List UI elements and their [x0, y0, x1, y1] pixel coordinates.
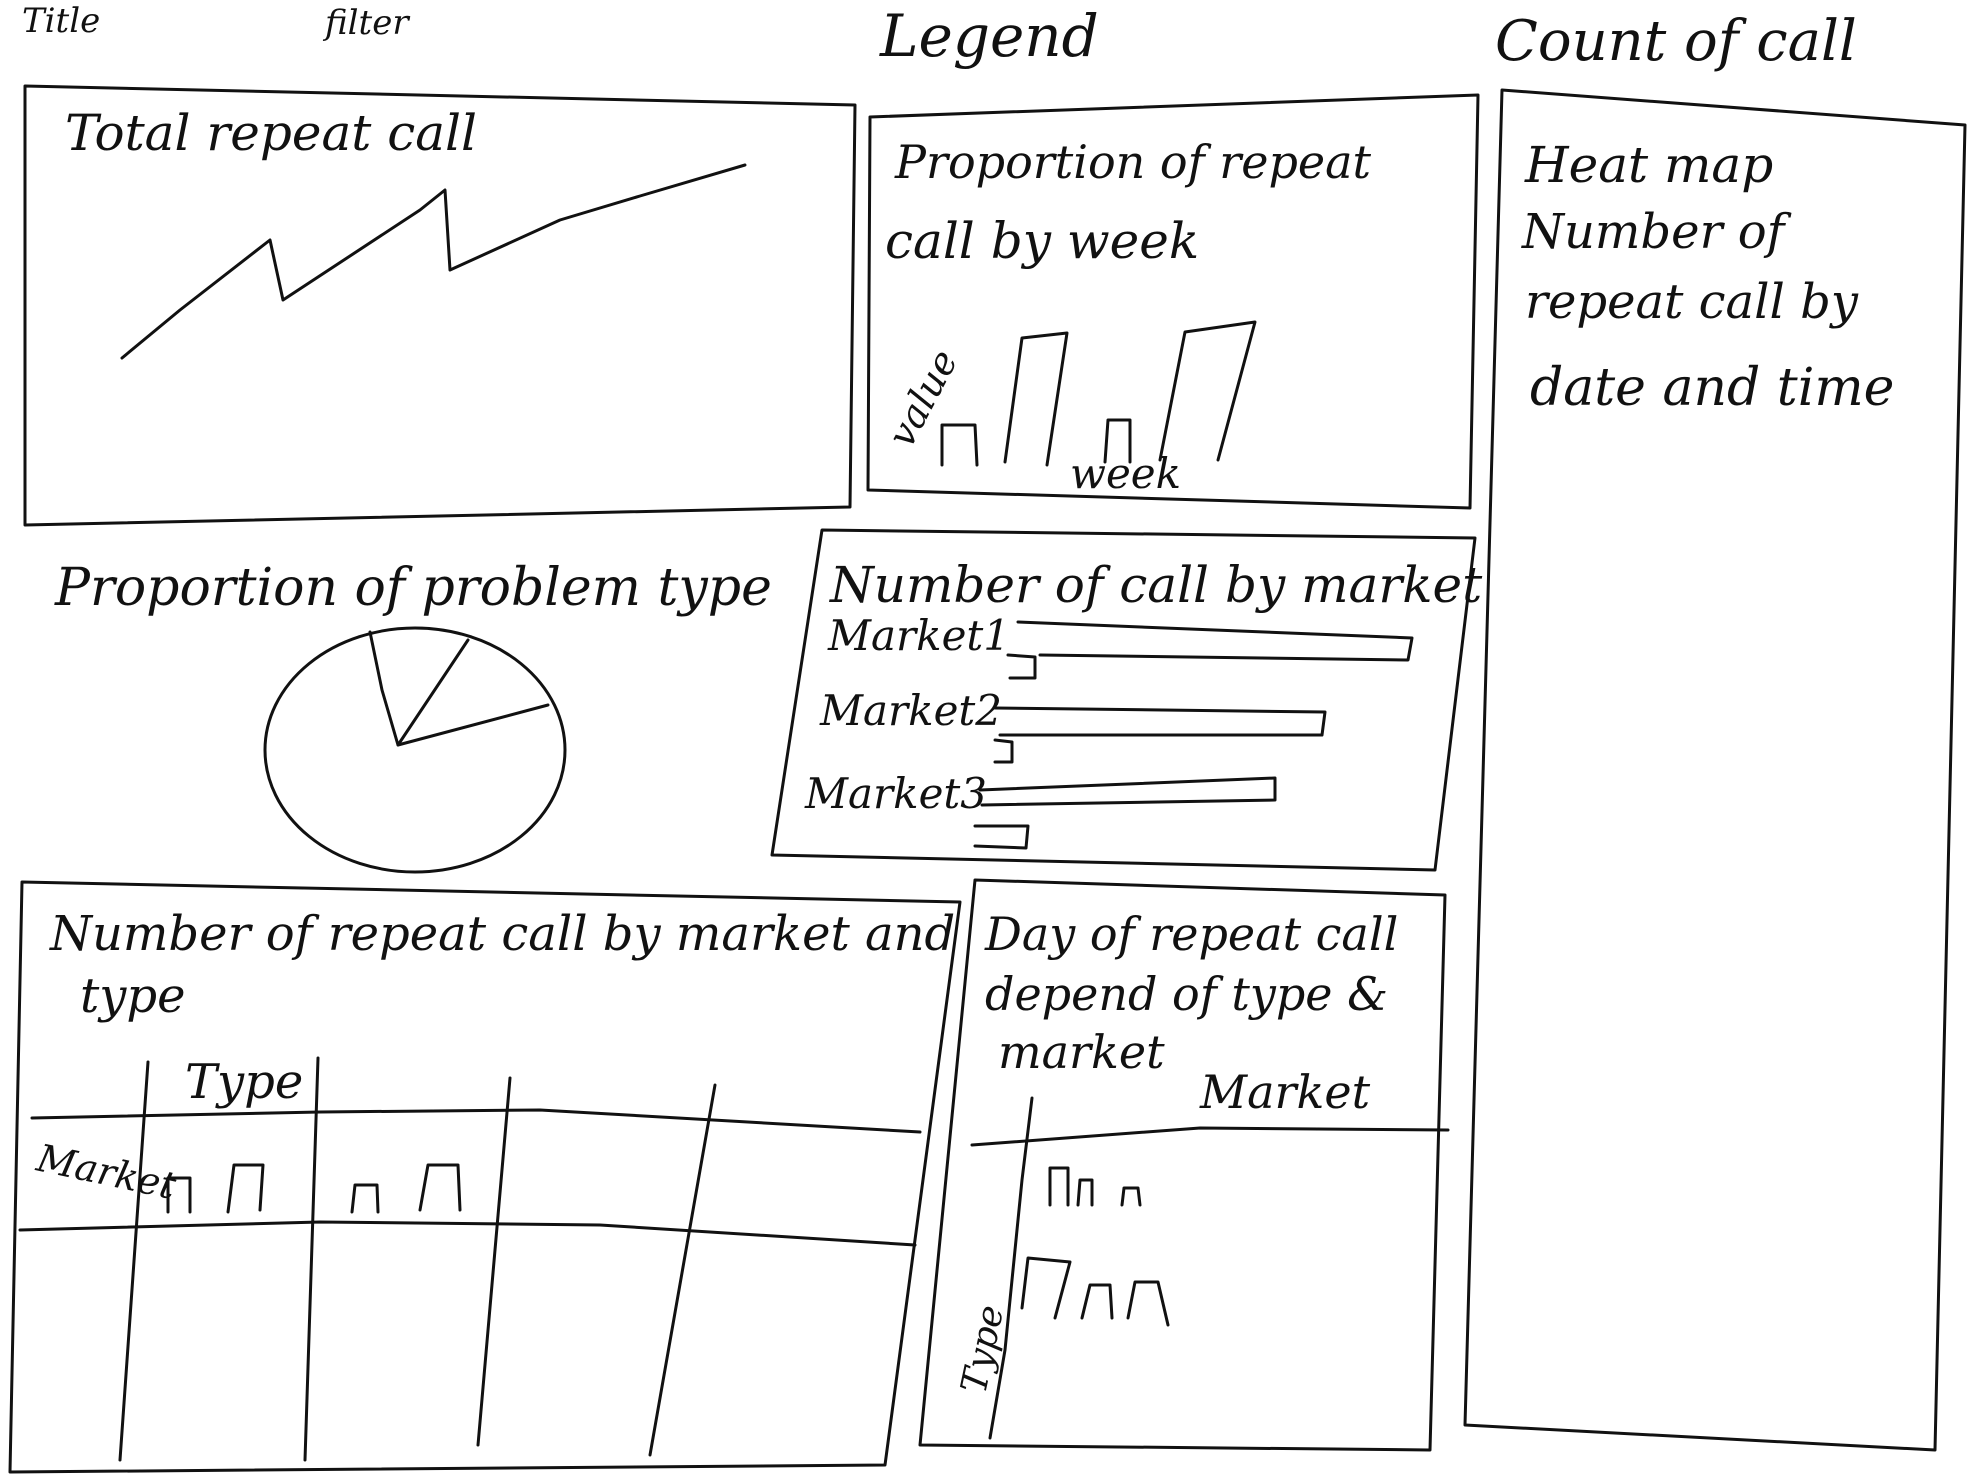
panel-title-line2: depend of type &: [985, 967, 1388, 1021]
heatmap-title-line3: repeat call by: [1525, 274, 1859, 330]
market-label-1: Market1: [827, 611, 1010, 660]
market-label-3: Market3: [804, 769, 987, 818]
pie-slice-divider: [368, 630, 470, 747]
mini-bar: [350, 1183, 380, 1214]
y-axis-label: value: [879, 342, 966, 454]
mini-bar: [1076, 1178, 1094, 1207]
mini-bar: [418, 1163, 462, 1212]
mini-bar: [1126, 1280, 1170, 1327]
table-column-rule: [118, 1060, 150, 1462]
row-header: Type: [954, 1302, 1013, 1397]
panel-title-line2: type: [80, 968, 186, 1024]
panel-frame: [23, 84, 857, 527]
table-column-rule: [476, 1076, 512, 1447]
heatmap-title-line1: Heat map: [1524, 136, 1773, 194]
column-header: Type: [185, 1054, 303, 1110]
pie-slice-divider: [396, 703, 550, 747]
table-column-rule: [648, 1083, 717, 1457]
panel-title-line1: Day of repeat call: [984, 907, 1398, 961]
bar: [1158, 320, 1257, 462]
mini-bar: [1080, 1283, 1114, 1320]
table-rule: [18, 1220, 917, 1247]
day-of-repeat-panel: Day of repeat call depend of type & mark…: [918, 878, 1450, 1452]
market-bar-small: [973, 824, 1030, 850]
proportion-by-week-panel: Proportion of repeat call by week value …: [866, 93, 1480, 510]
bar: [1003, 331, 1069, 467]
legend-label: Legend: [879, 2, 1099, 70]
mini-bar: [1020, 1256, 1072, 1320]
heatmap-title-line4: date and time: [1530, 358, 1894, 418]
table-column-rule: [303, 1056, 320, 1462]
pie-outline: [263, 626, 567, 874]
panel-title: Proportion of problem type: [54, 558, 772, 618]
table-rule: [970, 1126, 1450, 1147]
table-rule: [30, 1108, 922, 1134]
panel-frame: [918, 878, 1447, 1452]
bar: [940, 423, 979, 467]
call-by-market-panel: Number of call by market Market1 Market2…: [770, 528, 1483, 872]
panel-title-line1: Proportion of repeat: [894, 135, 1372, 189]
panel-title-line3: market: [998, 1025, 1165, 1079]
market-bar-small: [993, 738, 1014, 764]
heatmap-title-line2: Number of: [1521, 204, 1792, 260]
row-header: Market: [32, 1136, 180, 1209]
mini-bar: [166, 1176, 192, 1214]
market-label-2: Market2: [819, 686, 1002, 735]
market-bar-small: [1006, 653, 1037, 680]
filter-label: filter: [322, 3, 410, 43]
mini-bar: [1120, 1186, 1142, 1207]
problem-type-panel: Proportion of problem type: [54, 558, 772, 874]
bar: [1103, 418, 1132, 464]
mini-bar: [1048, 1166, 1070, 1207]
title-label: Title: [22, 1, 100, 41]
market-bar: [1016, 620, 1414, 662]
column-header: Market: [1199, 1065, 1371, 1119]
x-axis-label: week: [1070, 449, 1181, 498]
count-of-call-label: Count of call: [1495, 9, 1857, 74]
table-column-rule: [988, 1096, 1034, 1440]
repeat-by-market-type-panel: Number of repeat call by market and type…: [8, 880, 962, 1474]
panel-title: Number of call by market: [829, 556, 1483, 614]
panel-title-line1: Number of repeat call by market and: [49, 906, 955, 962]
total-repeat-call-panel: Total repeat call: [23, 84, 857, 527]
market-bar: [978, 776, 1277, 807]
panel-frame: [8, 880, 962, 1474]
panel-title-line2: call by week: [885, 212, 1199, 270]
panel-frame: [1463, 88, 1967, 1452]
mini-bar: [226, 1163, 265, 1214]
heatmap-panel: Heat map Number of repeat call by date a…: [1463, 88, 1967, 1452]
panel-title: Total repeat call: [65, 104, 477, 162]
market-bar: [993, 706, 1327, 737]
panel-frame: [770, 528, 1477, 872]
panel-frame: [866, 93, 1480, 510]
trend-line: [120, 163, 747, 360]
